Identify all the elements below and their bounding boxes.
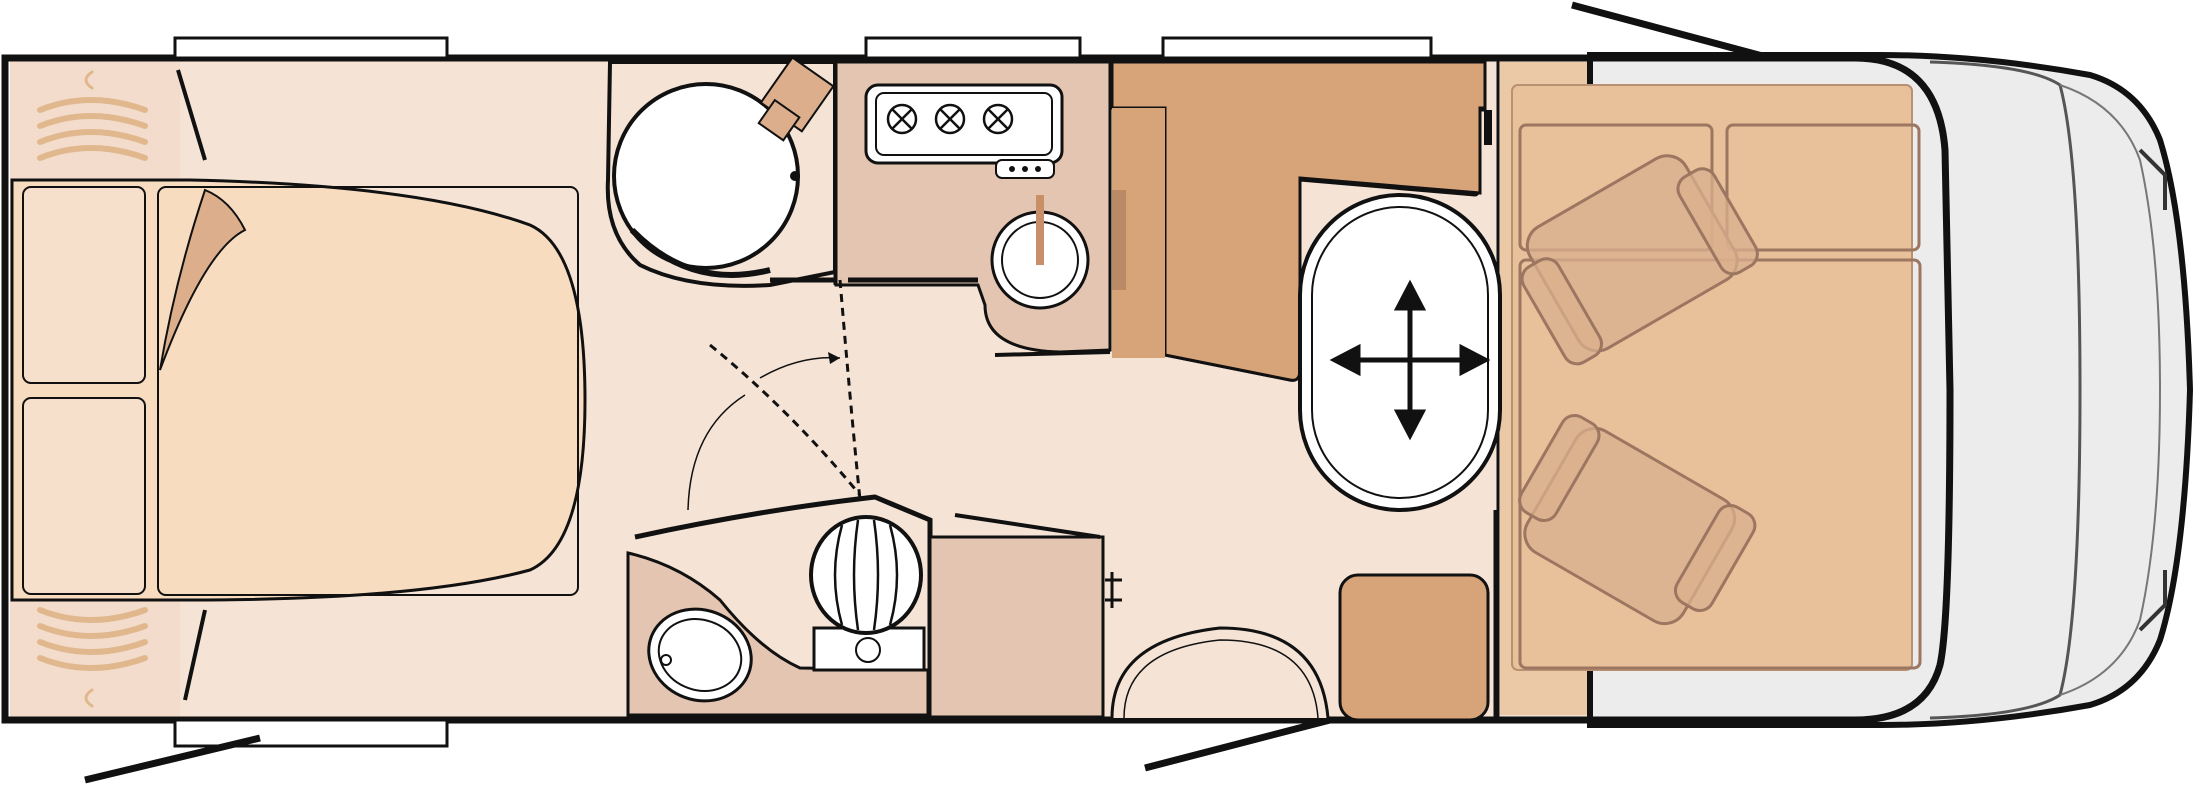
washbasin-drain: [660, 654, 672, 666]
toilet-bowl: [809, 515, 923, 635]
dinette-table-inner: [1311, 206, 1489, 499]
door-swing-arrowhead: [828, 352, 840, 364]
cab-seat-top: [1520, 154, 1759, 366]
shower-curtain: [629, 227, 771, 278]
bed-wall-line-top: [176, 69, 207, 161]
window-mid-top: [864, 36, 1082, 60]
hob-knob: [1009, 166, 1015, 172]
hob-knob: [1022, 166, 1028, 172]
dinette-table: [1298, 193, 1502, 512]
window-front-top: [1161, 36, 1433, 60]
kitchen-tap: [1036, 195, 1044, 265]
door-swing-arrow-icon: [687, 394, 746, 511]
bed-base: [10, 178, 587, 602]
hob-inner: [875, 92, 1053, 156]
washbasin: [647, 607, 753, 703]
front-cupboard: [1338, 573, 1490, 722]
windscreen: [1929, 60, 2082, 720]
hanger-icon: [37, 607, 148, 708]
bed-folded-corner: [159, 188, 247, 371]
cab-cushion-top-right: [1725, 123, 1921, 252]
windscreen-inner: [2059, 84, 2162, 696]
cab-seat-bottom: [1518, 414, 1757, 626]
bed-mattress: [157, 186, 579, 596]
shower-drain: [790, 171, 800, 181]
toilet-flush: [855, 637, 881, 663]
washroom-cupboard: [928, 535, 1105, 719]
kitchen-wall-pillar: [1484, 110, 1492, 145]
bed-wall-line-bottom: [183, 609, 207, 701]
hob-burner-icon: [886, 103, 1014, 135]
shower-head-icon: [757, 56, 835, 142]
window-rear-bottom: [173, 718, 449, 748]
rear-door-bottom: [84, 734, 261, 784]
toilet-seat-lines: [833, 519, 899, 631]
bed-headrest-top: [22, 186, 146, 384]
washroom-cupboard-door: [954, 513, 1101, 539]
window-rear-top: [173, 36, 449, 60]
move-arrows-icon: [1329, 279, 1491, 441]
cabinet-floor-line: [994, 350, 1111, 357]
door-swing-dashed: [709, 343, 862, 496]
cab-door-top: [1571, 1, 1771, 62]
hanger-icon: [37, 70, 148, 161]
outer-wall: [1, 54, 1954, 724]
mirror-top: [2138, 148, 2167, 210]
bed-headrest-bottom: [22, 397, 146, 595]
kitchen-cabinet-handle: [1112, 190, 1126, 290]
hob-knob: [1035, 166, 1041, 172]
washbasin-inner: [657, 618, 743, 692]
door-swing-dashed: [838, 279, 862, 501]
cab-door-bottom: [1144, 716, 1331, 772]
entrance-step: [1110, 626, 1330, 719]
toilet-room-wall: [634, 494, 933, 715]
cupboard-hinge: [1105, 572, 1122, 608]
entrance-step-inner: [1123, 639, 1319, 719]
mirror-bottom: [2138, 570, 2167, 632]
